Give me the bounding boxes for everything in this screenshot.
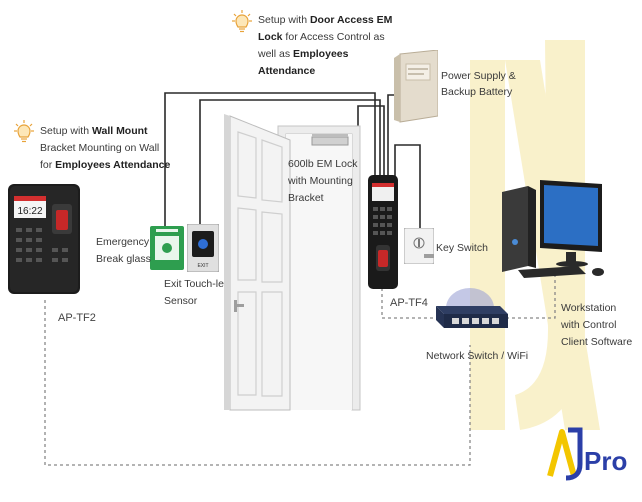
lightbulb-icon <box>14 120 34 143</box>
network-line-workstation <box>500 275 556 319</box>
wire-power-1 <box>164 92 376 227</box>
note-door-access-line4: Attendance <box>258 65 316 77</box>
ap-tf4-device <box>368 175 398 289</box>
exit-sensor-label-1: Exit Touch-less <box>164 278 235 290</box>
wire-power-3 <box>357 105 385 175</box>
exit-sensor-device: EXIT <box>187 224 219 272</box>
power-supply-label-2: Backup Battery <box>441 86 513 98</box>
note-door-access-line3: well as Employees <box>258 48 349 60</box>
em-lock-label-3: Bracket <box>288 192 324 204</box>
workstation-computer <box>502 180 604 278</box>
note-door-access-line1: Setup with Door Access EM <box>258 14 393 26</box>
workstation-label-1: Workstation <box>561 302 617 314</box>
svg-text:Pro: Pro <box>584 446 627 476</box>
network-line-tf2 <box>44 300 471 466</box>
ap-tf4-label: AP-TF4 <box>390 297 428 309</box>
ajpro-logo: Pro <box>547 427 627 481</box>
workstation-label-2: with Control <box>561 319 617 331</box>
wire-power-2 <box>199 99 381 227</box>
note-wall-mount-line1: Setup with Wall Mount <box>40 125 148 137</box>
network-switch-label: Network Switch / WiFi <box>426 350 529 362</box>
note-door-access-line2: Lock for Access Control as <box>258 31 385 43</box>
network-switch-device <box>436 288 508 328</box>
door-and-frame <box>224 114 361 411</box>
exit-sign-text: EXIT <box>197 263 208 269</box>
em-lock-label-2: with Mounting <box>288 175 353 187</box>
ap-tf2-label: AP-TF2 <box>58 312 96 324</box>
emergency-label-1: Emergency <box>96 236 150 248</box>
ap-tf2-device: 16:22 <box>8 184 80 294</box>
power-supply-box <box>394 50 438 123</box>
em-lock-label-1: 600lb EM Lock <box>288 158 358 170</box>
note-wall-mount-line3: for Employees Attendance <box>40 159 171 171</box>
network-line-tf4 <box>381 288 440 319</box>
workstation-label-3: Client Software <box>561 336 633 348</box>
tf2-clock: 16:22 <box>17 206 42 217</box>
key-switch-device <box>404 228 434 264</box>
key-switch-label: Key Switch <box>436 242 488 254</box>
emergency-break-glass-device <box>150 226 184 270</box>
note-wall-mount-line2: Bracket Mounting on Wall <box>40 142 160 154</box>
emergency-label-2: Break glass <box>96 253 151 265</box>
power-supply-label-1: Power Supply & <box>441 70 516 82</box>
exit-sensor-label-2: Sensor <box>164 295 198 307</box>
wire-keyswitch <box>394 144 421 228</box>
lightbulb-icon <box>232 10 252 33</box>
